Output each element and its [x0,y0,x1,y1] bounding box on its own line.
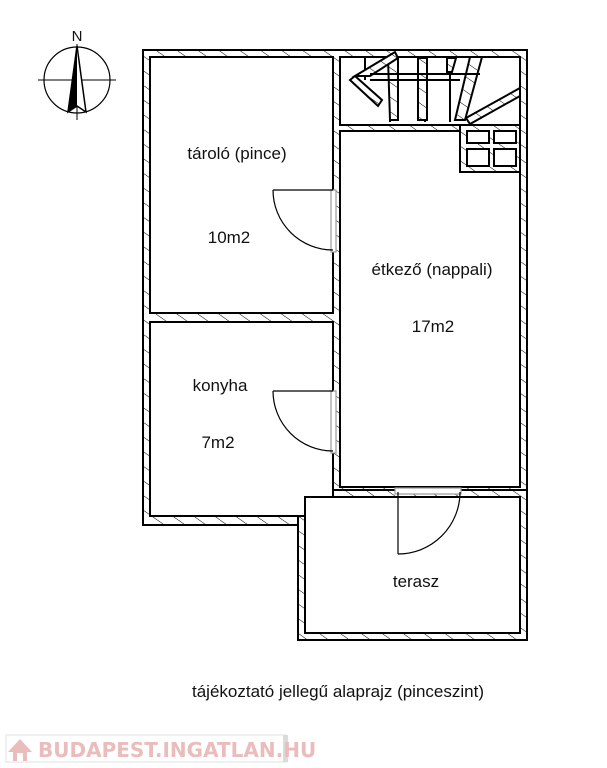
room-area-etkezo: 17m2 [412,317,455,336]
doors [272,189,462,555]
room-etkezo [339,130,521,488]
door-konyha[interactable] [272,390,337,454]
room-terasz [304,496,521,634]
room-taroló [149,56,334,314]
door-terasz[interactable] [394,487,462,555]
compass-needle-half [68,46,77,112]
walls [142,49,528,641]
room-konyha [149,321,334,517]
house-icon [8,739,32,752]
room-area-konyha: 7m2 [201,433,234,452]
compass: N [38,28,116,120]
room-area-taroló: 10m2 [208,228,251,247]
watermark-logo: BUDAPEST.INGATLAN.HU [5,734,316,763]
room-name-terasz: terasz [393,572,439,591]
caption: tájékoztató jellegű alaprajz (pinceszint… [192,682,484,701]
svg-text:BUDAPEST.INGATLAN.HU: BUDAPEST.INGATLAN.HU [38,738,316,762]
door-taroló[interactable] [272,189,337,253]
room-name-konyha: konyha [193,376,248,395]
stairs [348,50,521,173]
room-name-etkezo: étkező (nappali) [372,260,493,279]
north-label: N [72,28,83,45]
room-name-taroló: tároló (pince) [187,144,286,163]
